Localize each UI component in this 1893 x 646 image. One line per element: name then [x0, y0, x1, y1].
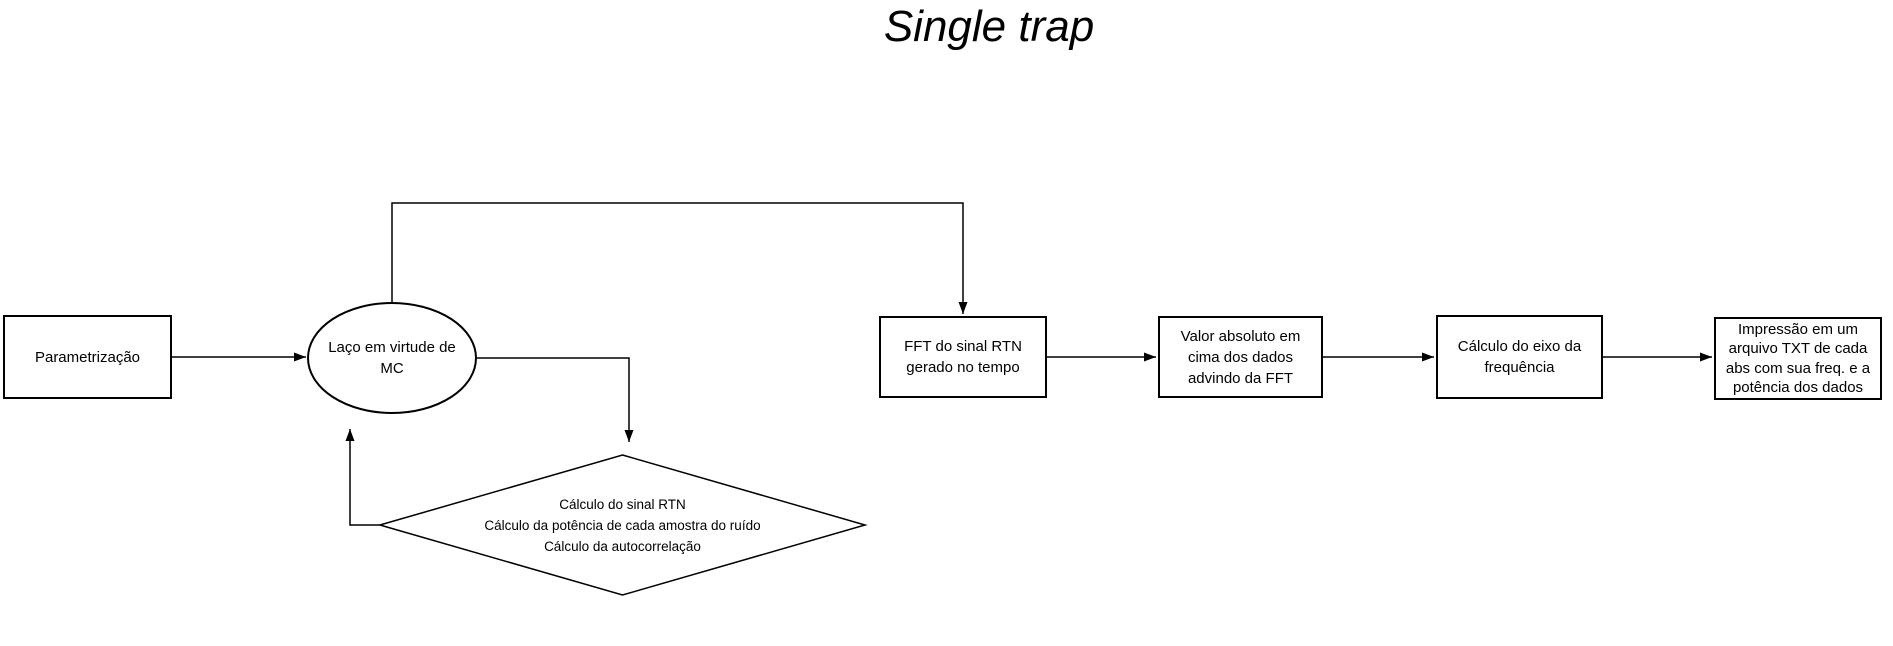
node-impressao-label-line3: abs com sua freq. e a: [1725, 359, 1871, 377]
node-fft-label-line2: gerado no tempo: [906, 359, 1020, 376]
node-valor-label-line1: Valor absoluto em: [1180, 327, 1301, 345]
node-fft: FFT do sinal RTN gerado no tempo: [879, 316, 1047, 398]
connector-laco-to-calculos: [476, 357, 634, 442]
node-eixo-label-line2: frequência: [1484, 359, 1555, 376]
diagram-title: Single trap: [883, 2, 1095, 51]
diamond-node-calculos-shape: [377, 454, 868, 596]
connector-calculos-to-laco: [345, 429, 380, 526]
node-valor-label-line2: cima dos dados: [1187, 348, 1294, 366]
node-parametrizacao-label: Parametrização: [34, 348, 141, 366]
node-impressao-label-line1: Impressão em um: [1737, 320, 1859, 338]
ellipse-node-laco-shape: [307, 302, 477, 414]
node-impressao: Impressão em um arquivo TXT de cada abs …: [1714, 317, 1882, 400]
node-eixo-frequencia: Cálculo do eixo da frequência: [1436, 315, 1603, 399]
node-impressao-label-line4: potência dos dados: [1732, 379, 1864, 396]
node-impressao-label-line2: arquivo TXT de cada: [1728, 340, 1868, 357]
node-parametrizacao: Parametrização: [3, 315, 172, 399]
node-valor-absoluto: Valor absoluto em cima dos dados advindo…: [1158, 316, 1323, 398]
connector-laco-to-fft: [391, 202, 968, 314]
node-valor-label-line3: advindo da FFT: [1187, 369, 1294, 387]
node-fft-label-line1: FFT do sinal RTN: [904, 338, 1022, 355]
node-eixo-label-line1: Cálculo do eixo da: [1457, 338, 1582, 355]
